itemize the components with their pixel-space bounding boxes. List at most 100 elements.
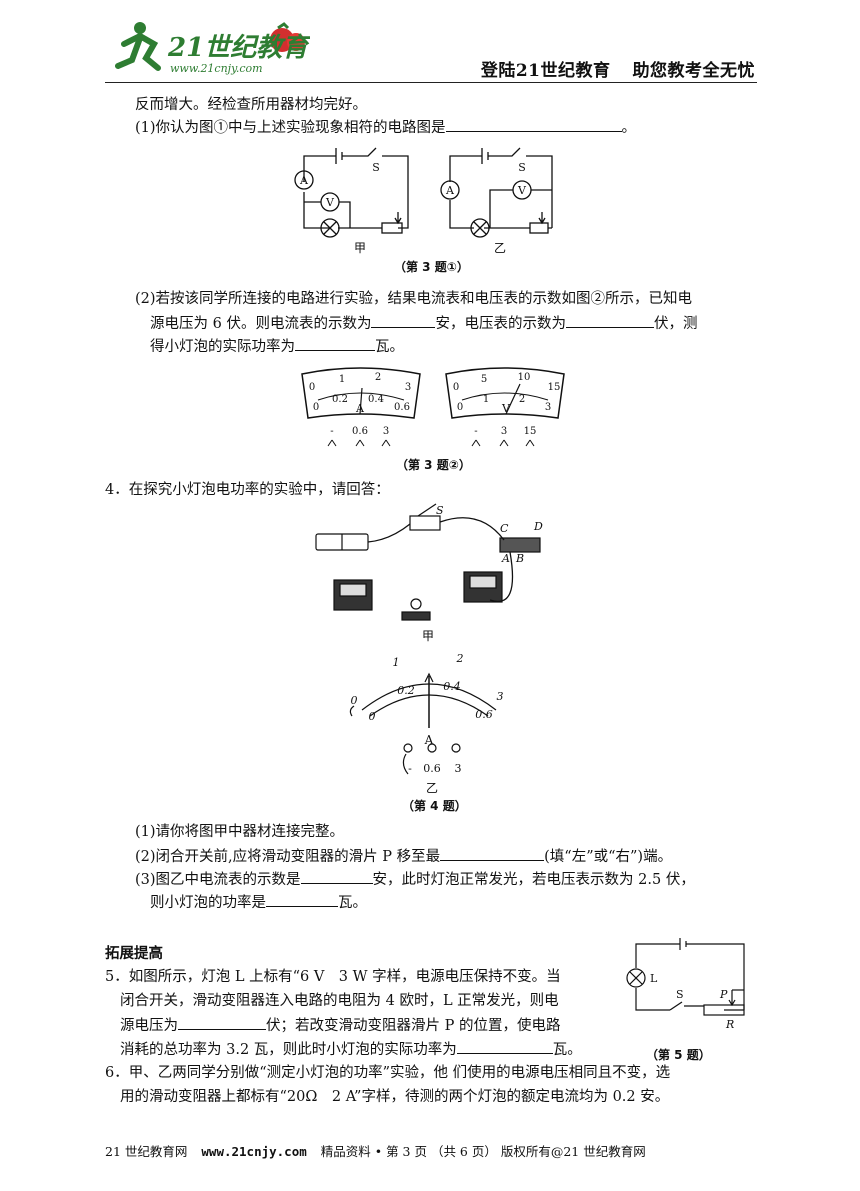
runner-icon <box>115 22 161 71</box>
q4-part2: (2)闭合开关前,应将滑动变阻器的滑片 P 移至最(填“左”或“右”)端。 <box>135 846 672 867</box>
label-c: C <box>500 522 509 535</box>
answer-blank[interactable] <box>300 869 373 884</box>
figure-caption: （第 3 题②） <box>396 458 471 472</box>
voltmeter-terminal: 15 <box>524 426 537 437</box>
voltmeter-tick: 1 <box>483 394 489 405</box>
q5-line4: 消耗的总功率为 3.2 瓦，则此时小灯泡的实际功率为瓦。 <box>120 1039 582 1060</box>
q4-part3-line1: (3)图乙中电流表的示数是安，此时灯泡正常发光，若电压表示数为 2.5 伏， <box>135 869 695 890</box>
dial-unit: A <box>424 733 434 747</box>
header-slogan-1: 登陆21世纪教育 <box>480 61 611 81</box>
figure-caption: （第 4 题） <box>402 799 467 813</box>
site-logo[interactable]: 21世纪教育 www.21cnjy.com <box>110 14 312 78</box>
label-p: P <box>719 988 728 1001</box>
ammeter-tick: 3 <box>405 382 411 393</box>
voltmeter-tick: 15 <box>548 382 561 393</box>
q3-part2-line1: (2)若按该同学所连接的电路进行实验，结果电流表和电压表的示数如图②所示，已知电 <box>135 291 693 307</box>
answer-blank[interactable] <box>178 1015 266 1030</box>
figure-caption: （第 3 题①） <box>394 260 469 274</box>
q4-stem: 4．在探究小灯泡电功率的实验中，请回答： <box>105 482 390 498</box>
voltmeter-tick: 0 <box>457 402 463 413</box>
footer-site: 21 世纪教育网 <box>105 1144 188 1159</box>
voltmeter-terminal: 3 <box>501 426 507 437</box>
switch-icon <box>409 515 441 531</box>
section-title: 拓展提高 <box>105 946 163 962</box>
header-slogans: 登陆21世纪教育 助您教考全无忧 <box>459 56 755 81</box>
header-divider <box>105 82 757 83</box>
voltmeter-tick: 10 <box>518 372 531 383</box>
label-d: D <box>533 520 543 533</box>
figure-caption: （第 5 题） <box>646 1048 711 1062</box>
q3-part2-line2: 源电压为 6 伏。则电流表的示数为安，电压表的示数为伏，测 <box>150 313 697 334</box>
voltmeter-symbol: V <box>325 196 335 209</box>
label-l: L <box>650 972 658 985</box>
diagram-label-yi: 乙 <box>426 781 438 795</box>
voltmeter-tick: 3 <box>545 402 551 413</box>
ammeter-terminal: 3 <box>383 426 389 437</box>
q3-continuation: 反而增大。经检查所用器材均完好。 <box>135 97 367 113</box>
ammeter-tick: 0 <box>309 382 315 393</box>
voltmeter-tick: 0 <box>453 382 459 393</box>
ammeter-symbol: A <box>299 174 309 187</box>
ammeter-tick: 0.2 <box>332 394 348 405</box>
q4-part3-line2: 则小灯泡的功率是瓦。 <box>150 892 367 913</box>
answer-blank[interactable] <box>565 313 654 328</box>
diagram-label-yi: 乙 <box>494 241 506 255</box>
answer-blank[interactable] <box>371 313 436 328</box>
footer-url[interactable]: www.21cnjy.com <box>201 1144 307 1159</box>
dial-tick: 0.4 <box>443 680 461 693</box>
answer-blank[interactable] <box>456 1039 553 1054</box>
voltmeter-tick: 5 <box>481 374 487 385</box>
label-a: A <box>501 552 510 565</box>
tomato-icon <box>270 22 305 52</box>
answer-blank[interactable] <box>445 117 622 132</box>
label-s: S <box>436 504 444 517</box>
ammeter-unit: A <box>355 402 365 415</box>
dial-tick: 2 <box>456 652 464 665</box>
header-slogan-2: 助您教考全无忧 <box>632 61 755 81</box>
q5-line2: 闭合开关，滑动变阻器连入电路的电阻为 4 欧时，L 正常发光，则电 <box>120 993 559 1009</box>
dial-tick: 0.2 <box>397 684 415 697</box>
q6-line1: 6．甲、乙两同学分别做“测定小灯泡的功率”实验，他 们使用的电源电压相同且不变，… <box>105 1065 671 1081</box>
ammeter-terminal: 0.6 <box>352 426 368 437</box>
ammeter-tick: 0.4 <box>368 394 384 405</box>
label-s: S <box>676 988 684 1001</box>
q6-line2: 用的滑动变阻器上都标有“20Ω 2 A”字样，待测的两个灯泡的额定电流均为 0.… <box>120 1089 670 1105</box>
bulb-icon <box>401 611 431 621</box>
q5-line3: 源电压为伏；若改变滑动变阻器滑片 P 的位置，使电路 <box>120 1015 560 1036</box>
dial-tick: 0 <box>369 710 376 723</box>
label-r: R <box>725 1018 734 1031</box>
diagram-label-jia: 甲 <box>354 241 366 255</box>
dial-tick: 0 <box>351 694 358 707</box>
logo-text: 21世纪教育 <box>167 33 310 63</box>
q3-part1: (1)你认为图①中与上述实验现象相符的电路图是。 <box>135 117 636 138</box>
meters-fig2: 0 1 2 3 0 0.2 0.4 0.6 A 0 5 10 15 0 1 2 … <box>301 367 565 447</box>
ammeter-tick: 2 <box>375 372 381 383</box>
dial-terminal: 3 <box>455 762 462 775</box>
label-b: B <box>515 552 524 565</box>
ammeter-symbol: A <box>445 184 455 197</box>
ammeter-tick: 1 <box>339 374 345 385</box>
switch-label: S <box>518 161 526 174</box>
dial-tick: 3 <box>497 690 504 703</box>
ammeter-terminal: - <box>330 426 333 437</box>
dial-tick: 1 <box>393 656 400 669</box>
ammeter-tick: 0.6 <box>394 402 410 413</box>
diagram-label-jia: 甲 <box>422 629 434 643</box>
q4-ammeter-dial: 0 1 2 3 0 0.2 0.4 0.6 A - 0.6 3 乙 <box>349 652 504 795</box>
voltmeter-symbol: V <box>517 184 527 197</box>
q5-line1: 5．如图所示，灯泡 L 上标有“6 V 3 W 字样，电源电压保持不变。当 <box>105 969 561 985</box>
answer-blank[interactable] <box>440 846 545 861</box>
answer-blank[interactable] <box>266 892 338 907</box>
dial-terminal: 0.6 <box>423 762 441 775</box>
ammeter-tick: 0 <box>313 402 319 413</box>
switch-label: S <box>372 161 380 174</box>
voltmeter-tick: 2 <box>519 394 525 405</box>
answer-blank[interactable] <box>295 336 375 351</box>
circuit-diagrams-fig1: S A V S A V 甲 乙 <box>294 147 553 255</box>
q3-part2-line3: 得小灯泡的实际功率为瓦。 <box>150 336 404 357</box>
voltmeter-terminal: - <box>474 426 477 437</box>
logo-url: www.21cnjy.com <box>170 62 263 75</box>
q4-apparatus-diagram: S C D A B 甲 <box>315 503 543 643</box>
rheostat-icon <box>499 537 541 553</box>
